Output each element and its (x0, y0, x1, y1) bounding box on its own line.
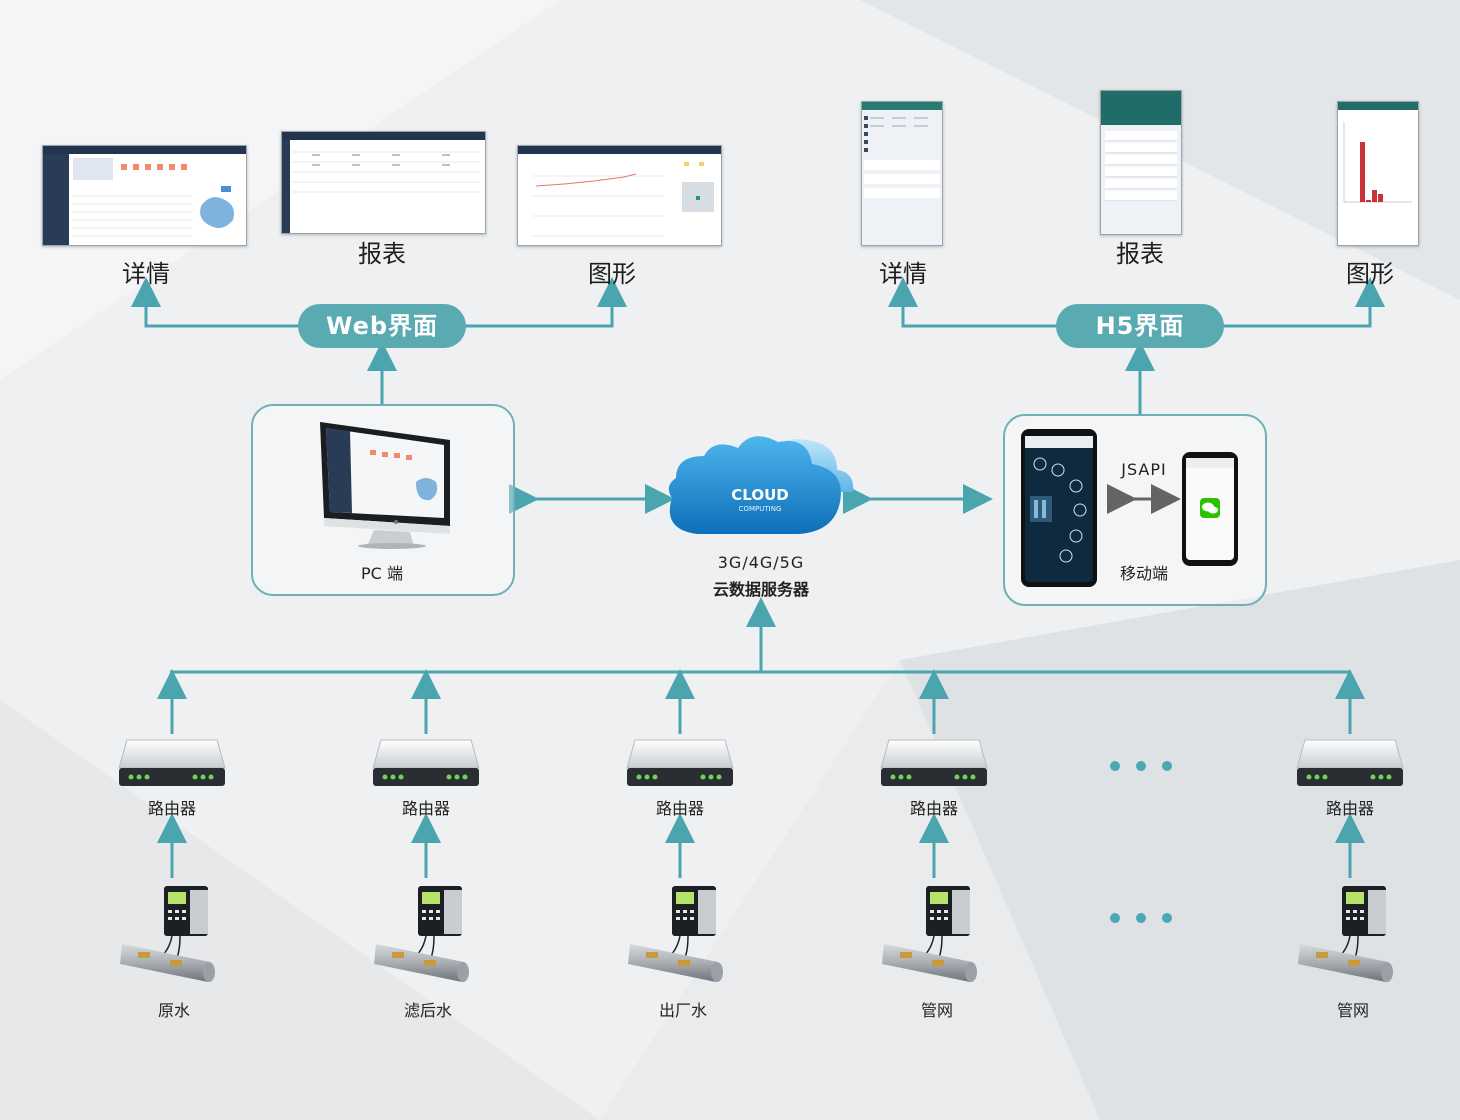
h5-chart-label: 图形 (1346, 260, 1394, 288)
router-icon (372, 739, 480, 786)
router-label: 路由器 (147, 799, 196, 818)
router-icon (118, 739, 226, 786)
router-5 (1295, 738, 1405, 794)
flow-meter-1 (118, 884, 222, 998)
ellipsis-dot (1162, 913, 1172, 923)
h5-report-screenshot (1100, 90, 1182, 235)
flow-meter-icon (882, 886, 977, 982)
cloud-word: CLOUD (731, 486, 788, 504)
router-3 (625, 738, 735, 794)
flow-meter-2 (372, 884, 476, 998)
router-icon (626, 739, 734, 786)
router-icon (1296, 739, 1404, 786)
router-label: 路由器 (909, 799, 958, 818)
flow-meter-icon (120, 886, 215, 982)
web-report-label: 报表 (358, 240, 406, 268)
h5-detail-screenshot (861, 101, 943, 246)
wechat-phone-icon (1182, 452, 1238, 566)
router-label: 路由器 (401, 799, 450, 818)
router-icon (880, 739, 988, 786)
web-interface-pill: Web界面 (298, 304, 466, 348)
h5-chart-screenshot (1337, 101, 1419, 246)
flow-meter-icon (628, 886, 723, 982)
router-label: 路由器 (1325, 799, 1374, 818)
flow-meter-3 (626, 884, 730, 998)
ellipsis-dot (1162, 761, 1172, 771)
ellipsis-dot (1110, 913, 1120, 923)
h5-report-label: 报表 (1116, 240, 1164, 268)
ellipsis-dot (1136, 913, 1146, 923)
router-label: 路由器 (655, 799, 704, 818)
web-chart-screenshot (517, 145, 722, 246)
web-detail-screenshot (42, 145, 247, 246)
cloud-subword: COMPUTING (739, 505, 782, 513)
pc-label: PC 端 (361, 564, 403, 583)
meter-label: 原水 (157, 1001, 190, 1020)
meter-label: 滤后水 (403, 1001, 452, 1020)
app-phone-icon (1021, 429, 1097, 587)
network-label: 3G/4G/5G (717, 553, 805, 572)
meter-label: 管网 (920, 1001, 953, 1020)
h5-detail-label: 详情 (879, 260, 927, 288)
router-2 (371, 738, 481, 794)
cloud-server-icon: CLOUD COMPUTING (668, 436, 854, 534)
meter-label: 管网 (1336, 1001, 1369, 1020)
cloud-server-title: 云数据服务器 (712, 580, 809, 599)
router-1 (117, 738, 227, 794)
flow-meter-icon (374, 886, 469, 982)
meter-label: 出厂水 (658, 1001, 707, 1020)
flow-meter-5 (1296, 884, 1400, 998)
router-4 (879, 738, 989, 794)
mobile-label: 移动端 (1119, 564, 1168, 583)
flow-meter-4 (880, 884, 984, 998)
desktop-monitor-icon (320, 422, 450, 549)
flow-meter-icon (1298, 886, 1393, 982)
h5-interface-pill: H5界面 (1056, 304, 1224, 348)
jsapi-label: JSAPI (1121, 460, 1167, 479)
web-report-screenshot (281, 131, 486, 234)
ellipsis-dot (1110, 761, 1120, 771)
web-detail-label: 详情 (122, 260, 170, 288)
web-chart-label: 图形 (588, 260, 636, 288)
ellipsis-dot (1136, 761, 1146, 771)
